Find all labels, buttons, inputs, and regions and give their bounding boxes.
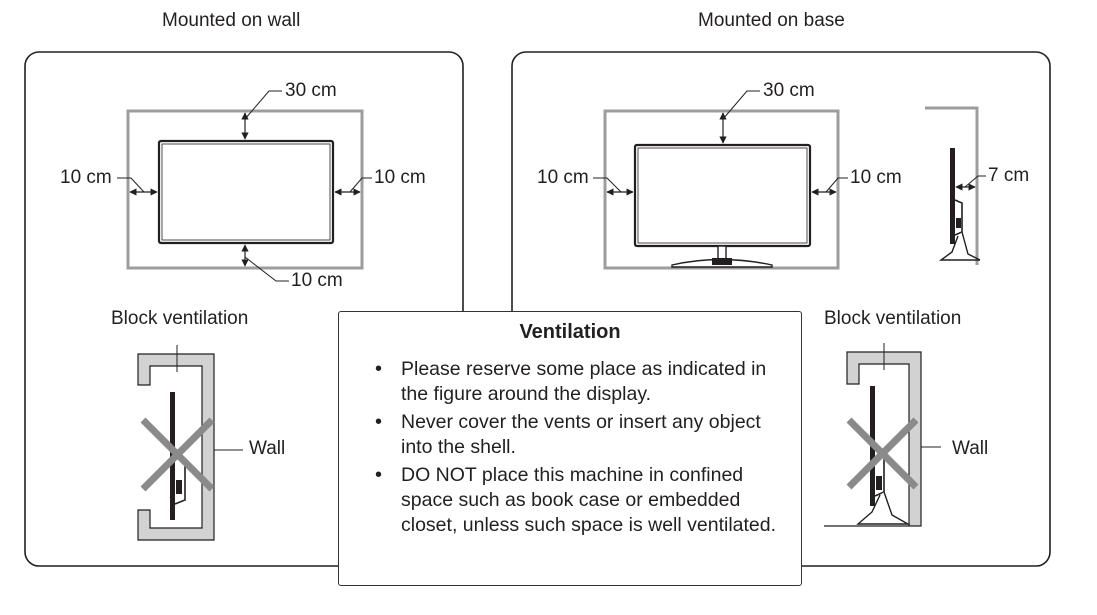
- ventilation-item-1: Please reserve some place as indicated i…: [367, 357, 787, 407]
- base-side-clearance-diagram: [925, 106, 986, 265]
- ventilation-title: Ventilation: [519, 321, 621, 343]
- wall-bottom-clearance-label: 10 cm: [291, 270, 343, 291]
- wall-left-clearance-label: 10 cm: [60, 167, 112, 188]
- base-block-ventilation-label: Block ventilation: [824, 308, 962, 329]
- base-side-clearance-label: 7 cm: [988, 165, 1030, 186]
- wall-block-ventilation-label: Block ventilation: [111, 308, 249, 329]
- wall-label-right: Wall: [952, 438, 989, 459]
- ventilation-list: Please reserve some place as indicated i…: [367, 357, 787, 541]
- base-panel-title: Mounted on base: [698, 10, 845, 31]
- base-top-clearance-label: 30 cm: [763, 80, 815, 101]
- ventilation-item-3: DO NOT place this machine in confined sp…: [367, 463, 787, 538]
- wall-right-clearance-label: 10 cm: [374, 167, 426, 188]
- base-block-ventilation-diagram: [824, 343, 941, 527]
- ventilation-item-2: Never cover the vents or insert any obje…: [367, 410, 787, 460]
- base-left-clearance-label: 10 cm: [537, 167, 589, 188]
- wall-label-left: Wall: [249, 438, 286, 459]
- wall-block-ventilation-diagram: [137, 345, 243, 541]
- base-right-clearance-label: 10 cm: [850, 167, 902, 188]
- wall-clearance-diagram: [117, 90, 372, 282]
- wall-panel-title: Mounted on wall: [162, 10, 301, 31]
- wall-top-clearance-label: 30 cm: [285, 80, 337, 101]
- ventilation-info-box: Ventilation Please reserve some place as…: [338, 311, 802, 586]
- wall-panel-frame: [24, 51, 464, 567]
- base-clearance-diagram: [593, 90, 848, 270]
